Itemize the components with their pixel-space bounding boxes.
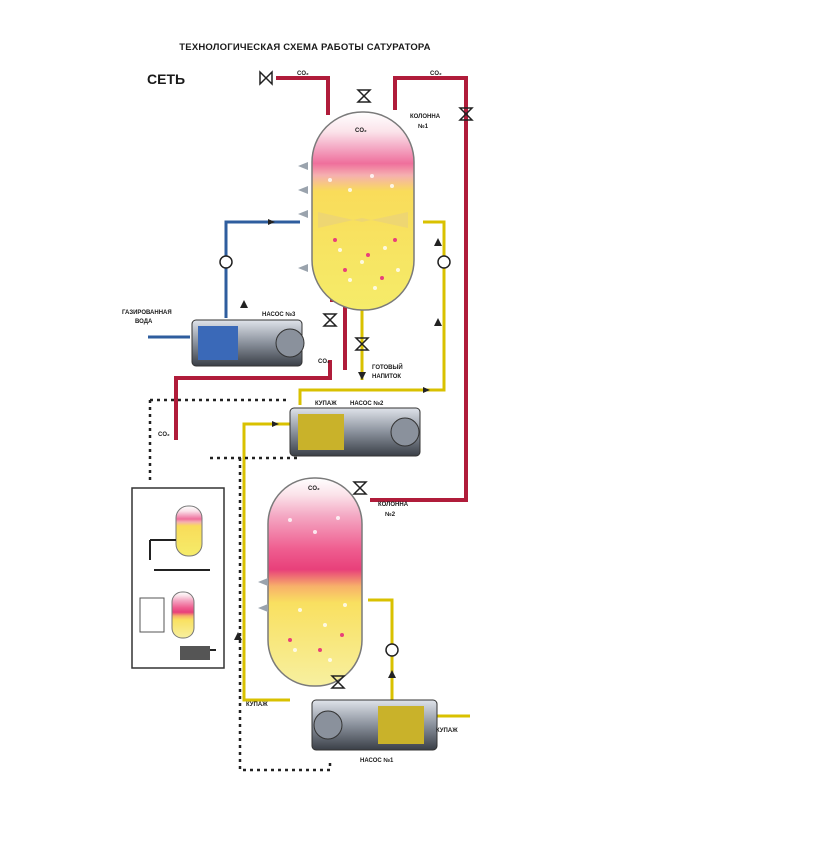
carbonated-water-label-2: ВОДА [135,319,153,325]
kupazh-lower-label: КУПАЖ [246,702,268,708]
column1-label: КОЛОННА [410,114,441,120]
co2-left-top-label: CO₂ [297,71,309,77]
pump-1-icon [311,699,438,751]
inset-overview [131,487,225,669]
kupazh-right-label: КУПАЖ [436,728,458,734]
column-2 [258,477,363,687]
column2-label: КОЛОННА [378,502,409,508]
water-lines [148,220,300,339]
pump-2-label: НАСОС №2 [350,400,384,407]
ready-drink-label-2: НАПИТОК [372,374,401,380]
syrup-lines [242,220,470,718]
column1-number-label: №1 [418,123,429,130]
valve-icon [259,70,474,689]
co2-pump3-label: CO₂ [318,359,330,365]
co2-right-top-label: CO₂ [430,71,442,77]
carbonated-water-label: ГАЗИРОВАННАЯ [122,310,172,316]
kupazh-upper-label: КУПАЖ [315,401,337,407]
co2-left-line-label: CO₂ [158,432,170,438]
control-lines [148,398,332,772]
pump-3-label: НАСОС №3 [262,311,296,318]
network-label: СЕТЬ [147,71,185,87]
pump-2-icon [289,407,421,457]
diagram-title: ТЕХНОЛОГИЧЕСКАЯ СХЕМА РАБОТЫ САТУРАТОРА [179,42,430,53]
pump-1-label: НАСОС №1 [360,757,394,764]
column2-number-label: №2 [385,511,396,518]
co2-column1-label: CO₂ [355,128,367,134]
pump-3-icon [191,319,305,367]
ready-drink-label: ГОТОВЫЙ [372,363,403,371]
flow-arrow-icon [234,219,442,678]
check-valve-icon [219,255,451,657]
co2-column2-label: CO₂ [308,486,320,492]
column-1 [298,111,415,311]
